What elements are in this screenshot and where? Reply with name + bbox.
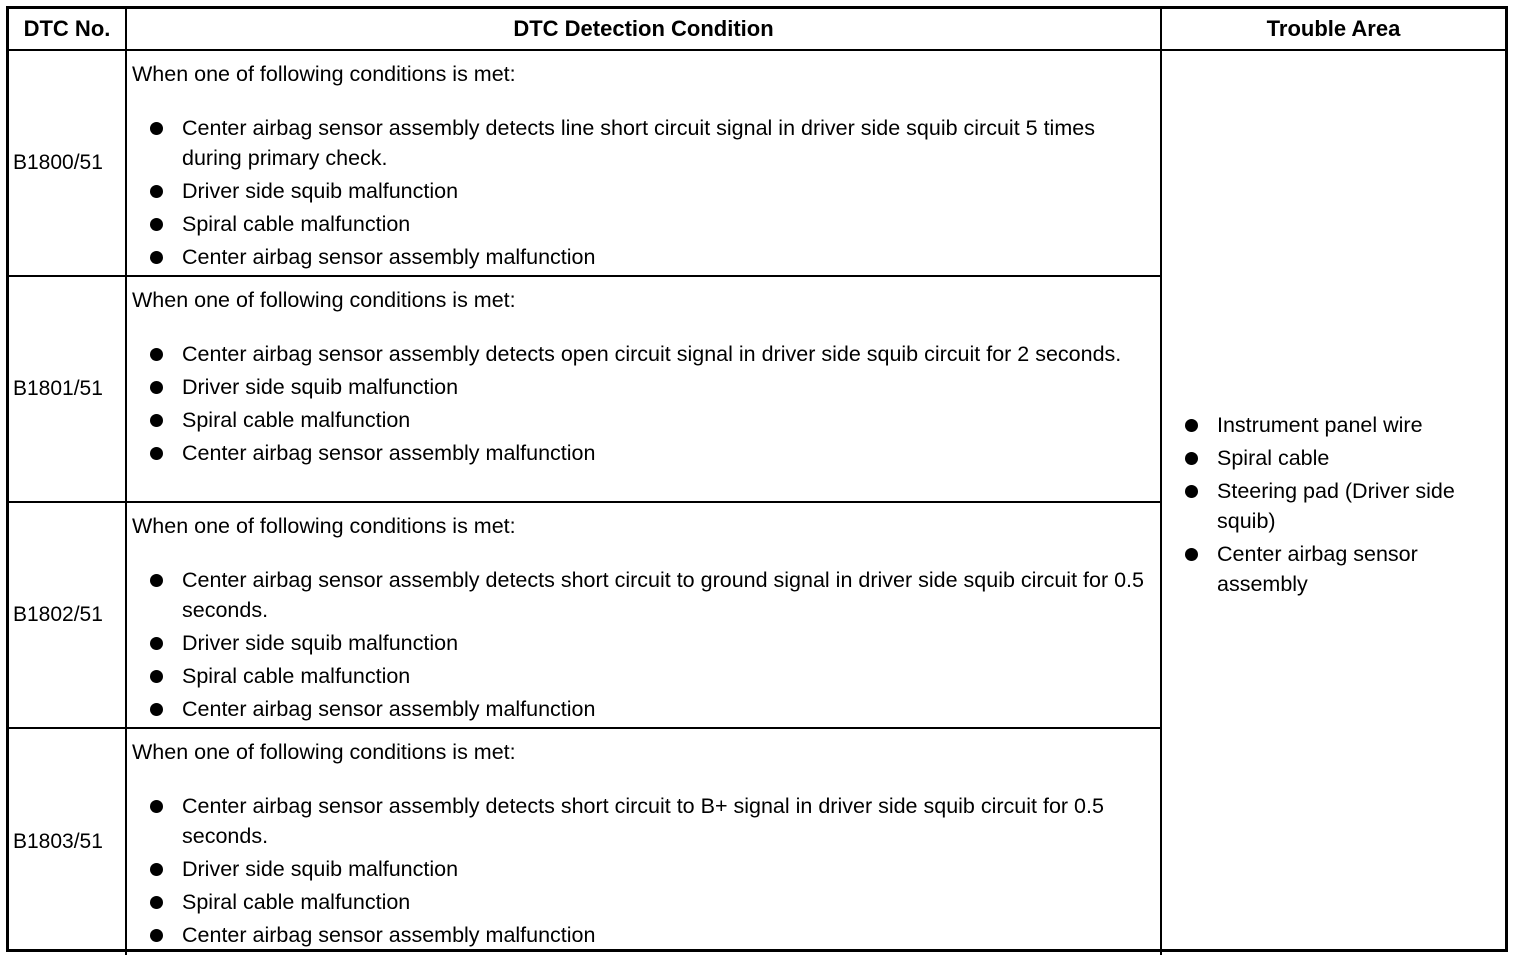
- list-item: Center airbag sensor assembly: [1162, 539, 1497, 599]
- list-item: Spiral cable: [1162, 443, 1497, 473]
- list-item-text: Center airbag sensor assembly malfunctio…: [182, 245, 596, 269]
- table-body: B1800/51 When one of following condition…: [9, 51, 1162, 955]
- bullet-icon: [150, 185, 163, 198]
- list-item-text: Center airbag sensor assembly detects li…: [182, 116, 1095, 170]
- list-item: Spiral cable malfunction: [132, 661, 1156, 691]
- list-item-text: Driver side squib malfunction: [182, 375, 459, 399]
- list-item: Steering pad (Driver side squib): [1162, 476, 1497, 536]
- bullet-icon: [150, 703, 163, 716]
- list-item: Driver side squib malfunction: [132, 176, 1156, 206]
- dtc-code-cell: B1800/51: [9, 51, 127, 277]
- list-item: Center airbag sensor assembly detects sh…: [132, 565, 1156, 625]
- list-item: Center airbag sensor assembly malfunctio…: [132, 242, 1156, 272]
- bullet-icon: [150, 447, 163, 460]
- condition-cell: When one of following conditions is met:…: [127, 51, 1162, 277]
- list-item: Center airbag sensor assembly malfunctio…: [132, 694, 1156, 724]
- bullet-icon: [150, 251, 163, 264]
- bullet-icon: [150, 122, 163, 135]
- list-item-text: Center airbag sensor assembly: [1217, 542, 1418, 596]
- list-item-text: Driver side squib malfunction: [182, 631, 459, 655]
- list-item: Driver side squib malfunction: [132, 854, 1156, 884]
- header-trouble-area: Trouble Area: [1162, 9, 1505, 51]
- dtc-code-cell: B1803/51: [9, 729, 127, 955]
- list-item-text: Steering pad (Driver side squib): [1217, 479, 1455, 533]
- bullet-icon: [150, 348, 163, 361]
- condition-intro: When one of following conditions is met:: [132, 288, 516, 312]
- list-item-text: Spiral cable malfunction: [182, 408, 411, 432]
- condition-list: Center airbag sensor assembly detects li…: [132, 113, 1156, 272]
- dtc-code-cell: B1801/51: [9, 277, 127, 503]
- condition-cell: When one of following conditions is met:…: [127, 277, 1162, 503]
- bullet-icon: [1185, 452, 1198, 465]
- list-item-text: Spiral cable malfunction: [182, 664, 411, 688]
- list-item-text: Driver side squib malfunction: [182, 857, 459, 881]
- list-item: Driver side squib malfunction: [132, 372, 1156, 402]
- condition-list: Center airbag sensor assembly detects op…: [132, 339, 1156, 468]
- condition-list: Center airbag sensor assembly detects sh…: [132, 565, 1156, 724]
- list-item-text: Center airbag sensor assembly malfunctio…: [182, 923, 596, 947]
- list-item-text: Spiral cable malfunction: [182, 212, 411, 236]
- condition-intro: When one of following conditions is met:: [132, 62, 516, 86]
- list-item-text: Center airbag sensor assembly malfunctio…: [182, 697, 596, 721]
- bullet-icon: [150, 414, 163, 427]
- list-item: Center airbag sensor assembly malfunctio…: [132, 920, 1156, 950]
- bullet-icon: [150, 800, 163, 813]
- condition-intro: When one of following conditions is met:: [132, 514, 516, 538]
- bullet-icon: [150, 896, 163, 909]
- header-dtc-no: DTC No.: [9, 9, 127, 51]
- bullet-icon: [150, 670, 163, 683]
- list-item-text: Center airbag sensor assembly malfunctio…: [182, 441, 596, 465]
- bullet-icon: [150, 381, 163, 394]
- list-item-text: Driver side squib malfunction: [182, 179, 459, 203]
- trouble-area-list: Instrument panel wire Spiral cable Steer…: [1162, 410, 1497, 602]
- dtc-table: DTC No. DTC Detection Condition Trouble …: [6, 6, 1508, 955]
- list-item: Center airbag sensor assembly detects li…: [132, 113, 1156, 173]
- list-item-text: Instrument panel wire: [1217, 413, 1423, 437]
- bullet-icon: [150, 863, 163, 876]
- bullet-icon: [1185, 485, 1198, 498]
- list-item-text: Spiral cable: [1217, 446, 1330, 470]
- bullet-icon: [150, 218, 163, 231]
- list-item: Driver side squib malfunction: [132, 628, 1156, 658]
- list-item-text: Center airbag sensor assembly detects sh…: [182, 568, 1144, 622]
- list-item: Spiral cable malfunction: [132, 209, 1156, 239]
- condition-cell: When one of following conditions is met:…: [127, 503, 1162, 729]
- list-item: Center airbag sensor assembly detects sh…: [132, 791, 1156, 851]
- list-item: Spiral cable malfunction: [132, 405, 1156, 435]
- bullet-icon: [150, 637, 163, 650]
- condition-cell: When one of following conditions is met:…: [127, 729, 1162, 955]
- list-item: Center airbag sensor assembly detects op…: [132, 339, 1156, 369]
- bullet-icon: [1185, 548, 1198, 561]
- list-item: Instrument panel wire: [1162, 410, 1497, 440]
- condition-intro: When one of following conditions is met:: [132, 740, 516, 764]
- trouble-area-cell: Instrument panel wire Spiral cable Steer…: [1162, 51, 1505, 955]
- list-item-text: Spiral cable malfunction: [182, 890, 411, 914]
- list-item-text: Center airbag sensor assembly detects op…: [182, 342, 1122, 366]
- header-detection-condition: DTC Detection Condition: [127, 9, 1162, 51]
- list-item-text: Center airbag sensor assembly detects sh…: [182, 794, 1104, 848]
- condition-list: Center airbag sensor assembly detects sh…: [132, 791, 1156, 950]
- list-item: Center airbag sensor assembly malfunctio…: [132, 438, 1156, 468]
- list-item: Spiral cable malfunction: [132, 887, 1156, 917]
- bullet-icon: [1185, 419, 1198, 432]
- dtc-code-cell: B1802/51: [9, 503, 127, 729]
- bullet-icon: [150, 929, 163, 942]
- bullet-icon: [150, 574, 163, 587]
